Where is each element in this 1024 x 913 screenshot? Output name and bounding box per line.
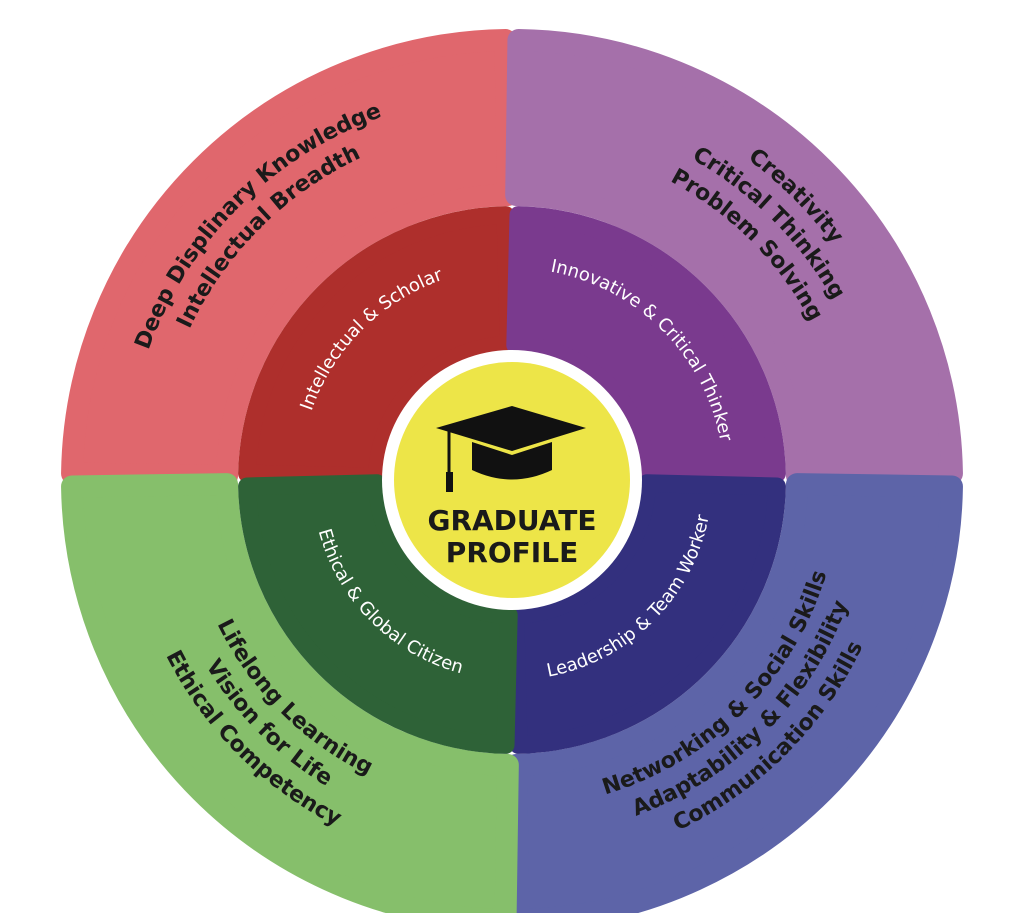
center-disc	[394, 362, 630, 598]
inner-segment-br	[506, 474, 786, 754]
graduation-cap-icon	[436, 406, 586, 492]
inner-segment-tr	[506, 206, 786, 486]
inner-segment-bl	[238, 474, 518, 754]
center-title-line1: GRADUATE	[427, 504, 596, 537]
outer-segment-tr	[505, 29, 963, 487]
inner-segment-tl	[238, 206, 518, 486]
outer-segment-tl	[61, 29, 519, 487]
outer-segment-br	[505, 473, 963, 913]
center-title-line2: PROFILE	[446, 536, 578, 569]
outer-segment-bl	[61, 473, 519, 913]
